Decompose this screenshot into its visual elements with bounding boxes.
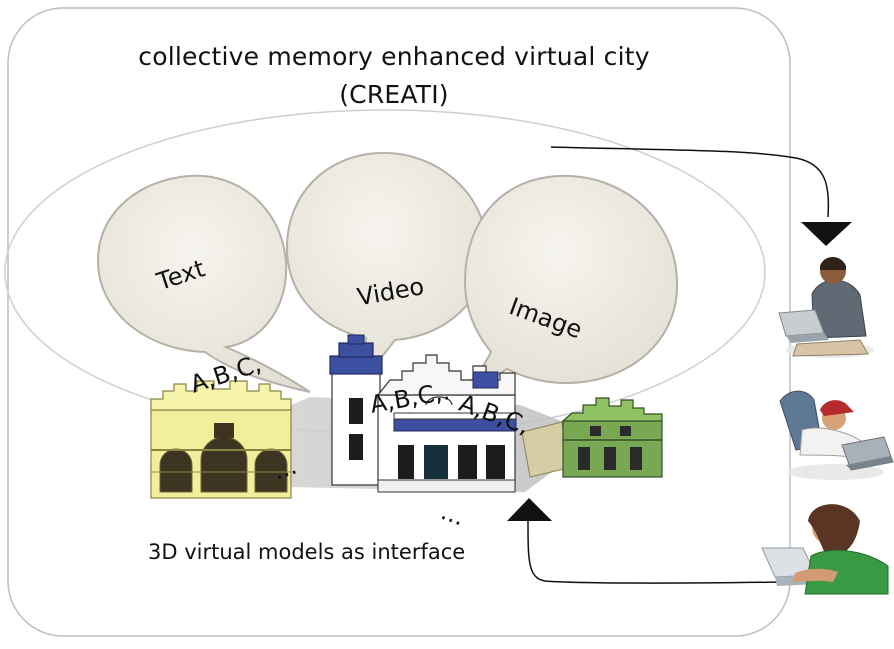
image-bubble-values: A,B,C,: [455, 388, 534, 441]
video-bubble-label: Video: [355, 272, 427, 312]
text-bubble-values: A,B,C,: [186, 349, 265, 399]
user-laptop-seated-illustration: [761, 504, 889, 595]
video-bubble-values: A,B,C,.: [367, 377, 452, 419]
user-laptop-sitting-illustration: [778, 257, 874, 358]
green-building: [521, 397, 663, 478]
text-speech-bubble: [96, 174, 311, 393]
arrow-head-up: [507, 498, 552, 521]
diagram-subtitle: (CREATI): [339, 80, 449, 109]
arrow-to-users: [550, 146, 830, 218]
blue-white-building: [329, 334, 517, 493]
image-bubble-label: Image: [505, 292, 586, 345]
diagram-title: collective memory enhanced virtual city: [138, 42, 650, 71]
user-laptop-lying-illustration: [779, 390, 894, 480]
text-bubble-ellipsis: ...: [269, 451, 301, 486]
text-bubble-label: Text: [153, 254, 209, 296]
arrow-head-down: [801, 222, 852, 246]
arrow-to-models: [527, 519, 786, 584]
interface-caption: 3D virtual models as interface: [148, 540, 466, 564]
yellow-building: [150, 380, 292, 499]
